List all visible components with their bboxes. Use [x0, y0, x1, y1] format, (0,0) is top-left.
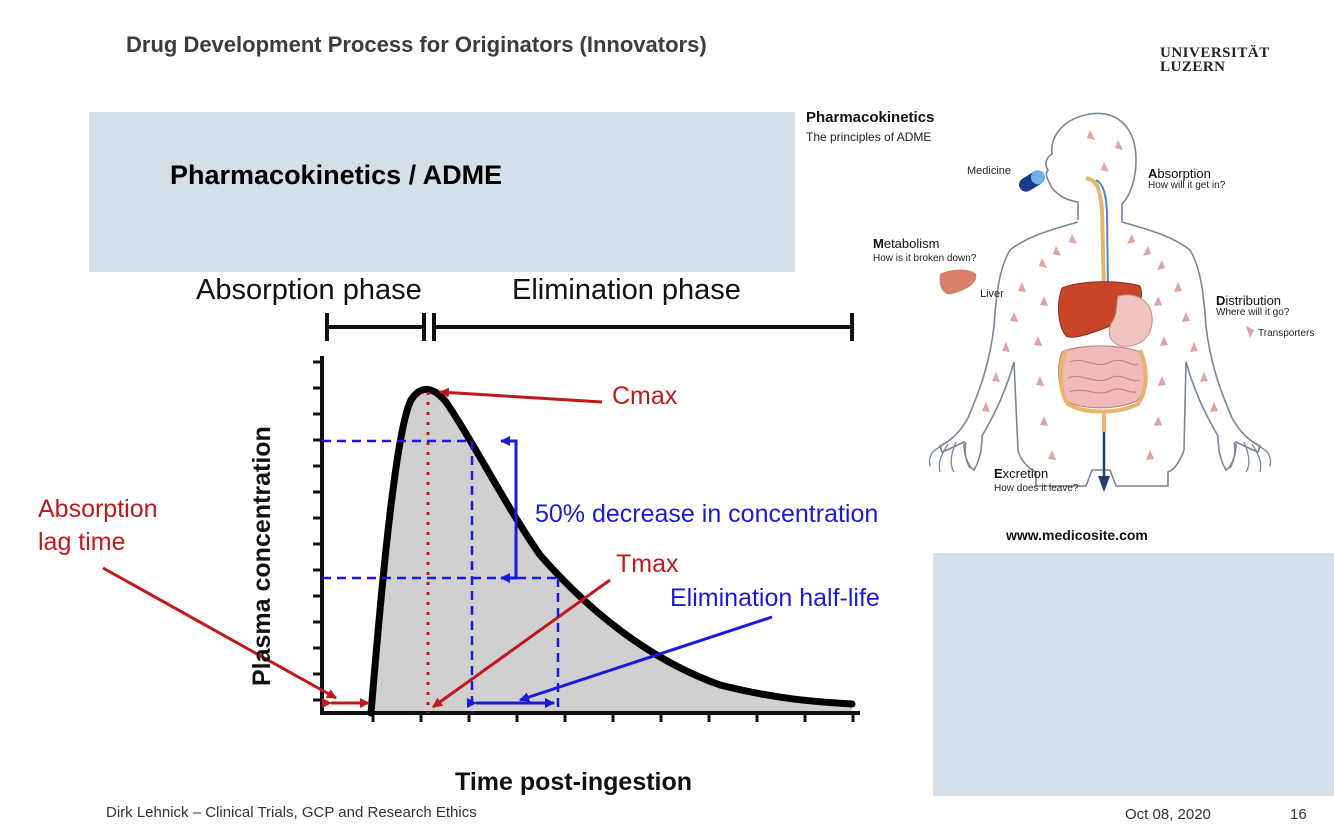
tmax-arrow — [432, 578, 611, 709]
university-logo-line1: UNIVERSITÄT — [1160, 45, 1270, 61]
page-number: 16 — [1290, 806, 1307, 823]
absorption-phase-label: Absorption phase — [196, 274, 422, 306]
medicine-label: Medicine — [967, 165, 1011, 177]
absorption-question: How will it get in? — [1148, 180, 1226, 191]
metabolism-heading: Metabolism — [873, 236, 939, 251]
absorption-heading: Absorption — [1148, 166, 1211, 181]
large-intestine — [1059, 349, 1148, 414]
excretion-arrowhead — [1098, 476, 1110, 492]
plot-axes — [320, 356, 860, 715]
distribution-arrows — [982, 130, 1218, 460]
x-axis-label: Time post-ingestion — [455, 768, 692, 796]
x-axis-ticks — [371, 713, 855, 722]
distribution-initial: D — [1216, 293, 1225, 308]
university-logo: UNIVERSITÄT LUZERN — [1160, 45, 1270, 75]
y-axis-ticks — [313, 360, 322, 702]
absorption-lag-label-line2: lag time — [38, 528, 126, 556]
half-life-guides — [322, 439, 560, 713]
elimination-phase-label: Elimination phase — [512, 274, 741, 306]
liver-icon — [939, 269, 977, 295]
transporters-label: Transporters — [1258, 328, 1314, 339]
body-outline — [939, 112, 1261, 487]
half-life-label: Elimination half-life — [670, 584, 880, 612]
adme-subtitle: The principles of ADME — [806, 130, 931, 144]
excretion-question: How does it leave? — [994, 483, 1079, 494]
concentration-curve — [367, 385, 856, 717]
topic-box — [89, 112, 795, 272]
medicine-capsule-icon — [1019, 170, 1045, 192]
metabolism-question: How is it broken down? — [873, 253, 977, 264]
adme-title: Pharmacokinetics — [806, 109, 934, 126]
distribution-heading: Distribution — [1216, 293, 1281, 308]
distribution-question: Where will it go? — [1216, 307, 1290, 318]
cmax-arrow — [439, 387, 603, 404]
distribution-rest: istribution — [1225, 293, 1281, 308]
source-credit: www.medicosite.com — [1005, 527, 1148, 543]
excretion-rest: xcretion — [1003, 466, 1049, 481]
absorption-initial: A — [1148, 166, 1158, 181]
tmax-label: Tmax — [616, 550, 679, 578]
pk-curve-diagram: Absorption phase Elimination phase — [38, 274, 880, 796]
concentration-area — [371, 389, 852, 713]
liver-label: Liver — [980, 288, 1004, 300]
university-logo-line2: LUZERN — [1160, 59, 1226, 75]
absorption-rest: bsorption — [1157, 166, 1210, 181]
adme-infographic: Pharmacokinetics The principles of ADME … — [806, 109, 1314, 543]
blood-vessel — [1095, 179, 1109, 293]
topic-heading: Pharmacokinetics / ADME — [170, 160, 503, 190]
metabolism-initial: M — [873, 236, 884, 251]
y-axis-label: Plasma concentration — [248, 426, 276, 686]
cmax-label: Cmax — [612, 382, 678, 410]
footer-date: Oct 08, 2020 — [1125, 806, 1211, 823]
transporter-icon — [1246, 326, 1254, 338]
stomach-organ — [1108, 294, 1153, 347]
absorption-lag-pointer — [102, 566, 337, 700]
oesophagus — [1085, 176, 1106, 291]
left-hand — [928, 441, 971, 473]
metabolism-rest: etabolism — [884, 236, 940, 251]
excretion-initial: E — [994, 466, 1003, 481]
placeholder-box — [933, 553, 1334, 796]
right-hand — [1229, 441, 1272, 473]
half-life-pointer — [519, 615, 773, 702]
slide-title: Drug Development Process for Originators… — [126, 32, 707, 57]
excretion-heading: Excretion — [994, 466, 1048, 481]
intestine-folds — [1067, 359, 1141, 394]
absorption-lag-label-line1: Absorption — [38, 495, 158, 523]
footer-author: Dirk Lehnick – Clinical Trials, GCP and … — [106, 804, 477, 821]
phase-bars — [325, 313, 854, 341]
decrease-label: 50% decrease in concentration — [535, 500, 878, 528]
